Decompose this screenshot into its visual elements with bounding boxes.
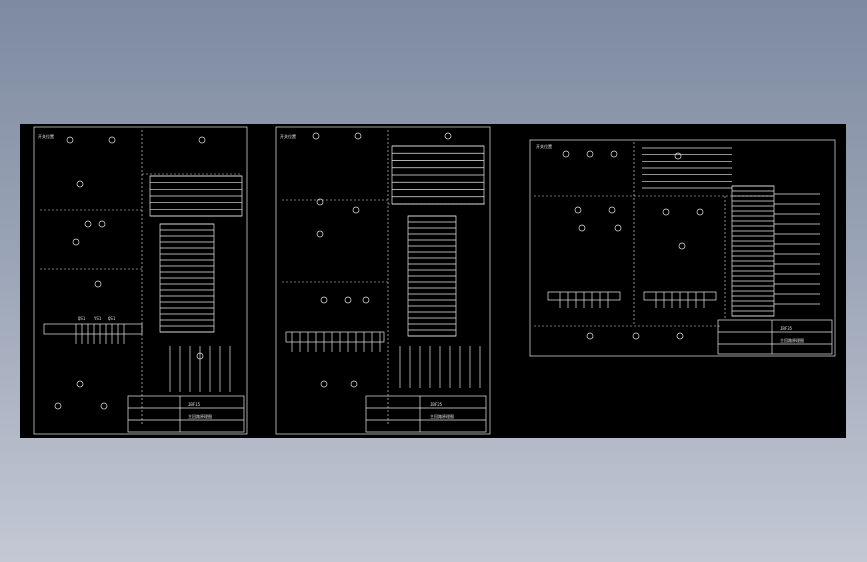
sheet-2-header: 开关位置 bbox=[280, 133, 296, 139]
symbol-circle bbox=[586, 150, 594, 158]
sheet-1: JBF15 主回路原理图 开关位置 QS1 YS1 QS1 bbox=[33, 126, 248, 435]
symbol-circle bbox=[632, 332, 640, 340]
sheet-3-border bbox=[529, 139, 836, 357]
symbol-circle bbox=[320, 380, 328, 388]
symbol-circle bbox=[362, 296, 370, 304]
sheet-1-subtitle: 主回路原理图 bbox=[188, 413, 212, 419]
symbol-circle bbox=[72, 238, 80, 246]
symbol-circle bbox=[98, 220, 106, 228]
symbol-circle bbox=[312, 132, 320, 140]
sheet-2-border bbox=[275, 126, 491, 435]
sheet-3-subtitle: 主回路原理图 bbox=[780, 337, 804, 343]
symbol-circle bbox=[316, 230, 324, 238]
sheet-2-title: JBF25 bbox=[430, 402, 443, 407]
drawing-svg: JBF15 主回路原理图 开关位置 QS1 YS1 QS1 JBF25 主回路原… bbox=[33, 126, 836, 435]
cad-drawing-canvas[interactable]: JBF15 主回路原理图 开关位置 QS1 YS1 QS1 JBF25 主回路原… bbox=[20, 124, 846, 438]
sheet-1-breaker-1: QS1 bbox=[78, 316, 86, 321]
symbol-circle bbox=[610, 150, 618, 158]
symbol-circle bbox=[350, 380, 358, 388]
symbol-circle bbox=[662, 208, 670, 216]
symbol-circle bbox=[100, 402, 108, 410]
symbol-circle bbox=[578, 224, 586, 232]
sheet-1-breaker-2: YS1 bbox=[94, 316, 102, 321]
symbol-circle bbox=[614, 224, 622, 232]
symbol-circle bbox=[76, 380, 84, 388]
symbol-circle bbox=[608, 206, 616, 214]
symbol-circle bbox=[678, 242, 686, 250]
symbol-circle bbox=[54, 402, 62, 410]
symbol-circle bbox=[586, 332, 594, 340]
symbol-circle bbox=[94, 280, 102, 288]
symbol-circle bbox=[444, 132, 452, 140]
symbol-circle bbox=[108, 136, 116, 144]
symbol-circle bbox=[674, 152, 682, 160]
sheet-1-breaker-3: QS1 bbox=[108, 316, 116, 321]
sheet-3-title: JBF35 bbox=[780, 326, 793, 331]
symbol-circle bbox=[352, 206, 360, 214]
schematic-symbols bbox=[54, 132, 820, 410]
symbol-circle bbox=[66, 136, 74, 144]
symbol-circle bbox=[344, 296, 352, 304]
sheet-1-border bbox=[33, 126, 248, 435]
sheet-1-header: 开关位置 bbox=[38, 133, 54, 139]
symbol-circle bbox=[76, 180, 84, 188]
symbol-circle bbox=[84, 220, 92, 228]
sheet-2: JBF25 主回路原理图 开关位置 bbox=[275, 126, 491, 435]
symbol-circle bbox=[696, 208, 704, 216]
symbol-circle bbox=[676, 332, 684, 340]
symbol-circle bbox=[320, 296, 328, 304]
symbol-circle bbox=[574, 206, 582, 214]
symbol-circle bbox=[354, 132, 362, 140]
sheet-3: JBF35 主回路原理图 开关位置 bbox=[529, 139, 836, 357]
symbol-circle bbox=[562, 150, 570, 158]
sheet-1-title: JBF15 bbox=[188, 402, 201, 407]
sheet-2-subtitle: 主回路原理图 bbox=[430, 413, 454, 419]
symbol-circle bbox=[198, 136, 206, 144]
symbol-circle bbox=[316, 198, 324, 206]
sheet-3-header: 开关位置 bbox=[536, 143, 552, 149]
